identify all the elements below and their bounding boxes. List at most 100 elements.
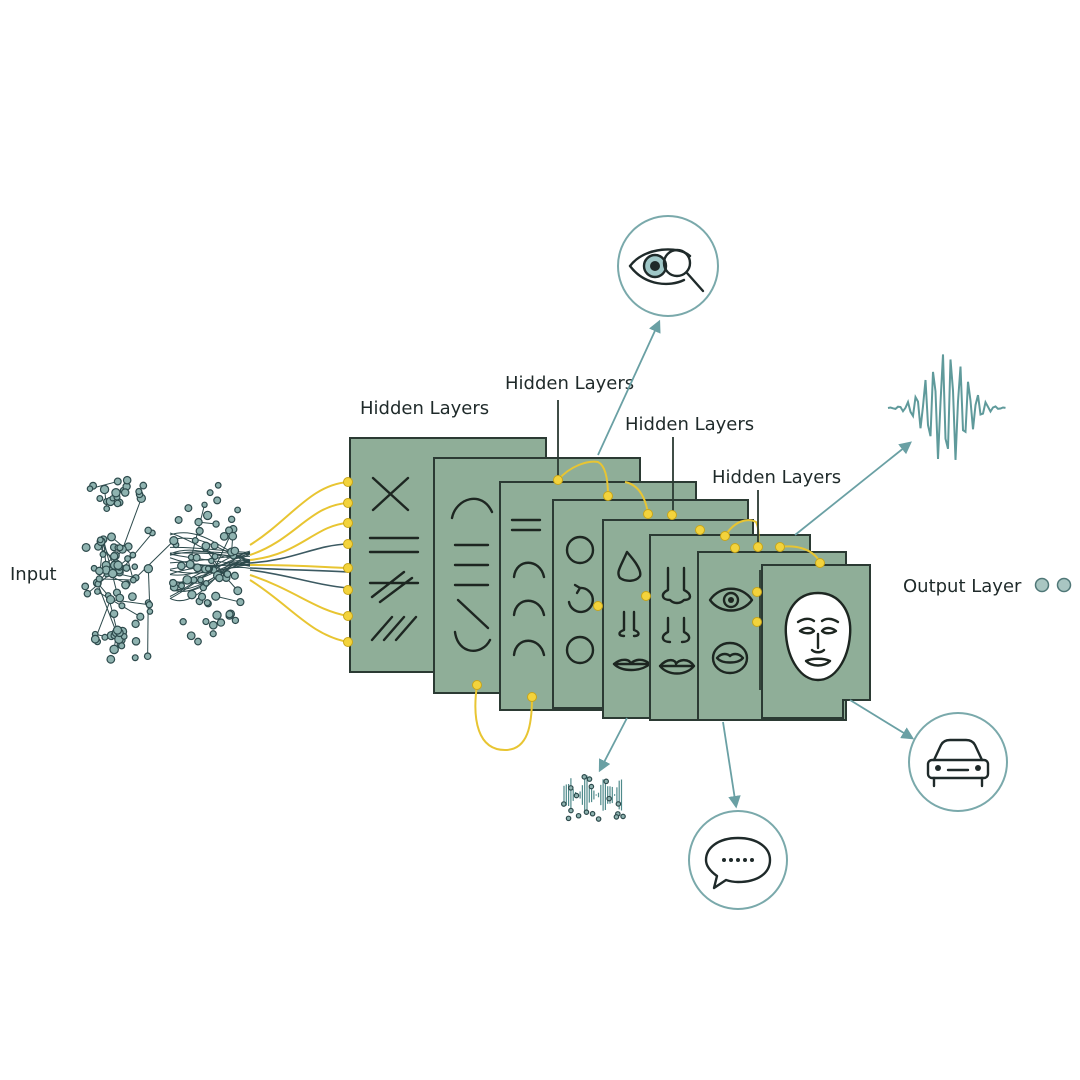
network-edge bbox=[99, 578, 134, 581]
hidden-layers-label-4: Hidden Layers bbox=[712, 467, 841, 488]
network-node bbox=[136, 612, 145, 621]
network-node bbox=[101, 633, 109, 641]
network-node bbox=[195, 526, 204, 536]
audio-node bbox=[568, 785, 574, 791]
network-node bbox=[145, 601, 154, 609]
audio-node bbox=[606, 795, 612, 802]
network-node bbox=[86, 485, 94, 493]
network-node bbox=[113, 477, 122, 486]
network-node bbox=[184, 504, 193, 513]
network-node bbox=[215, 573, 224, 583]
network-node bbox=[201, 501, 208, 509]
network-node bbox=[191, 537, 199, 545]
network-node bbox=[81, 542, 91, 552]
network-node bbox=[143, 652, 152, 661]
network-node bbox=[236, 597, 245, 607]
network-node bbox=[107, 532, 117, 542]
network-edge bbox=[135, 540, 175, 579]
network-edge bbox=[127, 558, 134, 581]
network-edge bbox=[169, 549, 251, 557]
vehicle-icon-badge bbox=[908, 712, 1008, 812]
output-arrows bbox=[597, 319, 915, 809]
network-node bbox=[146, 608, 154, 615]
network-node bbox=[103, 505, 111, 513]
output-dot bbox=[1056, 577, 1072, 593]
network-edge bbox=[169, 550, 251, 602]
vision-icon-badge bbox=[617, 215, 719, 317]
audio-node bbox=[586, 776, 593, 782]
network-node bbox=[211, 553, 219, 561]
network-node bbox=[210, 541, 219, 550]
inter-layer-connectors bbox=[472, 400, 825, 752]
network-edge bbox=[169, 557, 251, 566]
network-node bbox=[225, 610, 234, 619]
audio-node bbox=[589, 810, 596, 817]
eye-mouth-glyphs bbox=[708, 587, 754, 675]
network-node bbox=[120, 488, 130, 497]
network-node bbox=[111, 488, 121, 498]
network-node bbox=[202, 579, 210, 587]
network-node bbox=[174, 515, 183, 524]
network-node bbox=[206, 489, 214, 497]
network-node bbox=[231, 616, 240, 625]
network-node bbox=[116, 544, 124, 552]
network-node bbox=[179, 618, 187, 626]
network-node bbox=[135, 487, 143, 496]
network-node bbox=[194, 637, 202, 646]
network-node bbox=[192, 553, 201, 562]
network-node bbox=[106, 654, 116, 664]
network-node bbox=[214, 481, 222, 489]
network-node bbox=[233, 586, 243, 596]
eye-magnifier-icon bbox=[628, 248, 705, 293]
network-node bbox=[219, 531, 229, 541]
output-dot bbox=[1034, 577, 1050, 593]
audio-node bbox=[575, 812, 582, 819]
audio-node bbox=[583, 809, 590, 815]
audio-node bbox=[620, 813, 626, 820]
network-node bbox=[113, 560, 123, 570]
input-network-cluster bbox=[81, 475, 251, 664]
network-node bbox=[182, 575, 193, 585]
network-node bbox=[193, 563, 202, 573]
network-node bbox=[115, 593, 125, 603]
audio-node bbox=[615, 801, 622, 807]
network-node bbox=[105, 594, 116, 605]
network-node bbox=[129, 551, 137, 559]
network-node bbox=[212, 520, 220, 528]
network-node bbox=[186, 631, 196, 641]
network-node bbox=[96, 536, 104, 544]
speech-icon-badge bbox=[688, 810, 788, 910]
network-node bbox=[113, 499, 122, 508]
input-label: Input bbox=[10, 564, 57, 585]
audio-node bbox=[560, 801, 567, 807]
network-node bbox=[211, 591, 221, 601]
network-node bbox=[95, 575, 103, 583]
network-node bbox=[197, 576, 204, 584]
audio-node bbox=[573, 792, 580, 799]
network-node bbox=[121, 580, 130, 590]
network-edge bbox=[169, 532, 251, 563]
network-node bbox=[230, 546, 240, 556]
network-node bbox=[208, 557, 215, 565]
network-node bbox=[204, 565, 212, 572]
network-node bbox=[208, 620, 218, 630]
network-edge bbox=[169, 552, 251, 563]
audio-node bbox=[581, 774, 588, 780]
network-node bbox=[228, 531, 238, 541]
network-node bbox=[109, 644, 119, 655]
network-node bbox=[212, 610, 222, 620]
network-node bbox=[197, 592, 207, 601]
hidden-layers-label-2: Hidden Layers bbox=[505, 373, 634, 394]
edge-feature-glyphs bbox=[368, 476, 420, 642]
network-node bbox=[169, 578, 178, 588]
network-node bbox=[194, 517, 203, 527]
audio-node bbox=[568, 807, 574, 814]
network-node bbox=[129, 576, 137, 584]
network-node bbox=[122, 475, 132, 485]
network-node bbox=[177, 561, 186, 571]
curve-feature-glyphs bbox=[450, 497, 494, 653]
network-node bbox=[201, 541, 211, 551]
network-node bbox=[185, 559, 195, 569]
network-node bbox=[131, 654, 139, 662]
